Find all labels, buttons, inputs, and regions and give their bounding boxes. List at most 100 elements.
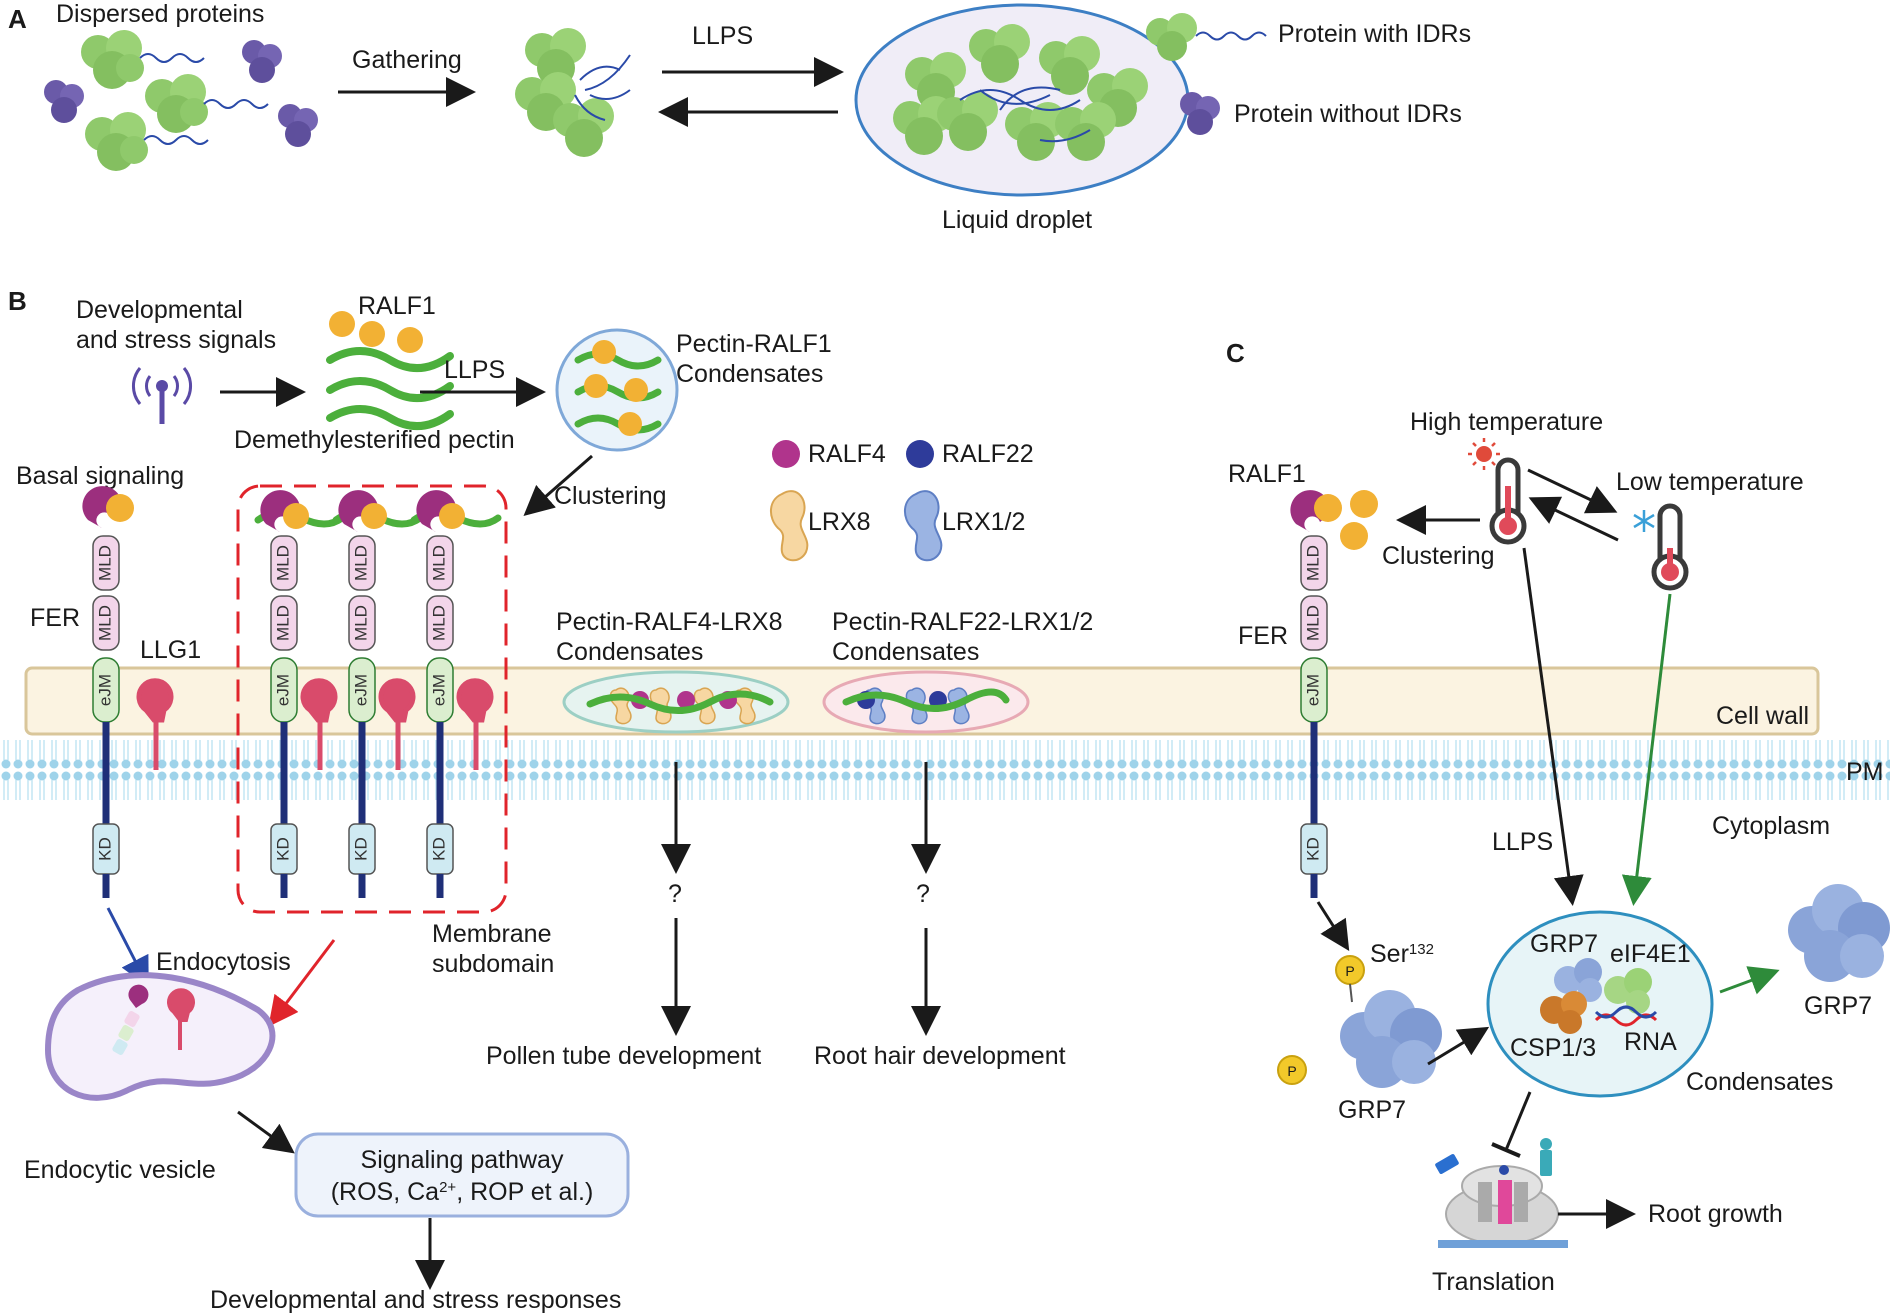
- condensate-release-arrow: [1719, 966, 1780, 995]
- gathered-proteins-group: [515, 28, 631, 157]
- idr-tangle: [574, 54, 631, 121]
- condensates-label-c: Condensates: [1686, 1068, 1833, 1096]
- pectin-ralf1-icon: [326, 311, 454, 431]
- panel-a-label: A: [8, 4, 27, 34]
- fer-receptor-c: MLD MLD eJM KD: [1290, 490, 1378, 898]
- svg-text:KD: KD: [1303, 837, 1322, 861]
- purple-protein-icon: [1180, 92, 1220, 135]
- grp7-protein-icon: [1340, 990, 1442, 1088]
- svg-text:MLD: MLD: [95, 605, 114, 641]
- protein-with-idrs-label: Protein with IDRs: [1278, 20, 1471, 48]
- vesicle-to-signaling-arrow: [237, 1110, 295, 1154]
- llps-label-a: LLPS: [692, 22, 753, 50]
- llg1-protein-icon: [136, 678, 174, 770]
- legend-ralf22: RALF22: [906, 440, 1034, 468]
- membrane-subdomain-box: [236, 484, 508, 914]
- signaling-pathway-examples: (ROS, Ca2+, ROP et al.): [331, 1178, 594, 1206]
- idr-tail: [143, 135, 209, 145]
- legend-protein-without-idrs: Protein without IDRs: [1180, 92, 1462, 135]
- llps-label-b: LLPS: [444, 356, 505, 384]
- pectin-ralf1-condensates-line-1: Pectin-RALF1: [676, 330, 832, 358]
- svg-text:eJM: eJM: [351, 674, 370, 706]
- cytoplasm-label: Cytoplasm: [1712, 812, 1830, 840]
- purple-protein-icon: [44, 80, 84, 123]
- pectin-ralf22-lrx12-condensate: [822, 670, 1030, 734]
- green-protein-icon: [515, 72, 576, 131]
- cell-wall-label: Cell wall: [1716, 702, 1809, 730]
- endocytosis-arrow: [106, 907, 149, 988]
- grp7-label-1: GRP7: [1338, 1096, 1406, 1124]
- ribosome-translation-icon: [1435, 1138, 1568, 1248]
- gathering-label: Gathering: [352, 46, 462, 74]
- lrx12-label: LRX1/2: [942, 508, 1025, 536]
- high-to-low-arrow: [1527, 468, 1618, 514]
- endocytic-vesicle-label: Endocytic vesicle: [24, 1156, 216, 1184]
- legend-ralf4: RALF4: [772, 440, 886, 468]
- idr-tail: [1195, 31, 1267, 41]
- pectin-ralf1-condensates-line-2: Condensates: [676, 360, 823, 388]
- endocytic-vesicle: [44, 972, 276, 1101]
- inhibition-line: [1504, 1091, 1532, 1151]
- llg1-label: LLG1: [140, 636, 201, 664]
- sun-icon: [1468, 438, 1500, 470]
- snowflake-icon: [1633, 510, 1655, 532]
- dispersed-proteins-group: [44, 30, 318, 171]
- inhibition-bar: [1491, 1142, 1521, 1158]
- endocytosis-label: Endocytosis: [156, 948, 291, 976]
- svg-text:KD: KD: [351, 837, 370, 861]
- purple-protein-icon: [242, 40, 282, 83]
- membrane-subdomain-line-2: subdomain: [432, 950, 554, 978]
- liquid-droplet: [854, 3, 1190, 197]
- svg-text:eJM: eJM: [273, 674, 292, 706]
- svg-text:KD: KD: [273, 837, 292, 861]
- llps-label-c: LLPS: [1492, 828, 1553, 856]
- svg-text:MLD: MLD: [95, 545, 114, 581]
- pectin-ralf4-lrx8-condensate: [562, 670, 790, 734]
- fer-label-c: FER: [1238, 622, 1288, 650]
- lrx8-label: LRX8: [808, 508, 871, 536]
- svg-text:KD: KD: [95, 837, 114, 861]
- signals-line-1: Developmental: [76, 296, 243, 324]
- pollen-tube-label: Pollen tube development: [486, 1042, 761, 1070]
- pectin-ralf4-lrx8-line-1: Pectin-RALF4-LRX8: [556, 608, 782, 636]
- green-protein-icon: [145, 74, 208, 133]
- phospho-p-2: P: [1287, 1063, 1296, 1079]
- svg-text:MLD: MLD: [429, 545, 448, 581]
- svg-text:MLD: MLD: [351, 545, 370, 581]
- pectin-label: Demethylesterified pectin: [234, 426, 515, 454]
- pectin-ralf22-lrx12-line-1: Pectin-RALF22-LRX1/2: [832, 608, 1093, 636]
- svg-text:MLD: MLD: [273, 605, 292, 641]
- fer-receptor-clustered-2: MLD MLD eJM KD: [332, 490, 424, 898]
- low-temp-arrow: [1621, 593, 1672, 906]
- signaling-pathway-title: Signaling pathway: [361, 1146, 564, 1174]
- phospho-linker: [1349, 983, 1353, 1003]
- phospho-icon: [1277, 1055, 1307, 1085]
- basal-signaling-label: Basal signaling: [16, 462, 184, 490]
- fer-receptor-clustered-3: MLD MLD eJM KD: [410, 490, 502, 898]
- fer-receptor-clustered-1: MLD MLD eJM KD: [254, 490, 346, 898]
- fer-to-grp7-arrow: [1316, 901, 1350, 952]
- responses-label: Developmental and stress responses: [210, 1286, 621, 1314]
- lrx12-icon: [904, 490, 943, 562]
- panel-c-label: C: [1226, 338, 1245, 368]
- ralf1-label-c: RALF1: [1228, 460, 1306, 488]
- eif4e1-label: eIF4E1: [1610, 940, 1691, 968]
- signals-line-2: and stress signals: [76, 326, 276, 354]
- svg-text:eJM: eJM: [1303, 674, 1322, 706]
- ser132-label: Ser132: [1370, 940, 1434, 968]
- svg-text:eJM: eJM: [429, 674, 448, 706]
- subdomain-endocytosis-arrow: [268, 939, 336, 1027]
- pectin-ralf22-lrx12-line-2: Condensates: [832, 638, 979, 666]
- ralf1-label-b: RALF1: [358, 292, 436, 320]
- membrane-subdomain-line-1: Membrane: [432, 920, 552, 948]
- csp13-label: CSP1/3: [1510, 1034, 1596, 1062]
- green-protein-icon: [85, 112, 148, 171]
- legend-lrx8: LRX8: [770, 490, 871, 562]
- legend-protein-with-idrs: Protein with IDRs: [1146, 13, 1471, 61]
- legend-lrx12: LRX1/2: [904, 490, 1025, 562]
- grp7-label-3: GRP7: [1804, 992, 1872, 1020]
- protein-without-idrs-label: Protein without IDRs: [1234, 100, 1462, 128]
- svg-text:KD: KD: [429, 837, 448, 861]
- pectin-ralf4-lrx8-line-2: Condensates: [556, 638, 703, 666]
